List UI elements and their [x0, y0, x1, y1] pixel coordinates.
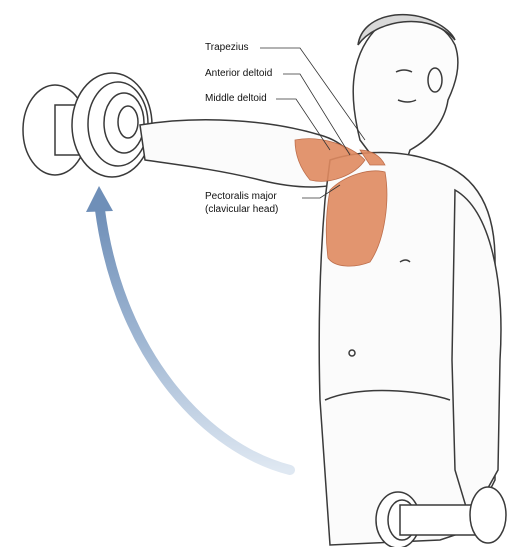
highlighted-muscles	[295, 139, 387, 266]
motion-arrow-icon	[86, 186, 290, 470]
pectoralis-major-label: Pectoralis major	[205, 191, 277, 203]
anterior-deltoid-label: Anterior deltoid	[205, 68, 272, 80]
clavicular-head-label: (clavicular head)	[205, 204, 278, 216]
head	[353, 15, 458, 165]
trapezius-label: Trapezius	[205, 42, 249, 54]
middle-deltoid-label: Middle deltoid	[205, 93, 267, 105]
raised-dumbbell	[23, 73, 152, 177]
